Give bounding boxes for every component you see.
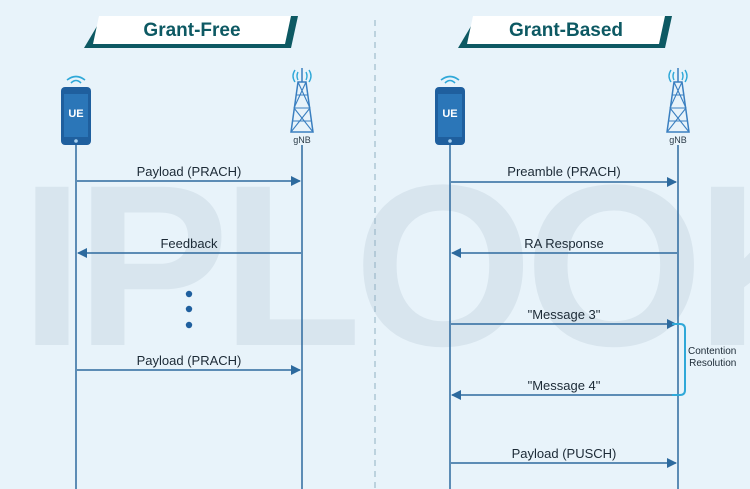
message-label: RA Response bbox=[524, 236, 604, 251]
message-label: Feedback bbox=[160, 236, 218, 251]
gnb-tower-icon bbox=[666, 68, 690, 133]
ue-phone-icon bbox=[435, 75, 465, 145]
contention-bracket bbox=[672, 323, 686, 396]
message-label: Payload (PUSCH) bbox=[511, 446, 617, 461]
watermark-text: IPLOOK bbox=[20, 137, 750, 394]
ue-label: UE bbox=[68, 108, 84, 120]
gnb-label: gNB bbox=[669, 135, 687, 145]
message-label: Payload (PRACH) bbox=[136, 164, 242, 179]
ue-label: UE bbox=[442, 108, 458, 120]
ellipsis-dot bbox=[185, 305, 193, 313]
gnb-label: gNB bbox=[293, 135, 311, 145]
gnb-tower-icon bbox=[290, 68, 314, 133]
ellipsis-dot bbox=[185, 290, 193, 298]
message-label: "Message 4" bbox=[527, 378, 601, 393]
grant-free-title: Grant-Free bbox=[143, 20, 241, 41]
ue-phone-icon bbox=[61, 75, 91, 145]
contention-resolution-label: Contention Resolution bbox=[688, 346, 736, 370]
ellipsis-dot bbox=[185, 321, 193, 329]
grant-based-banner bbox=[458, 16, 672, 48]
contention-label-line2: Resolution bbox=[689, 358, 737, 369]
message-label: Preamble (PRACH) bbox=[507, 164, 621, 179]
contention-label-line1: Contention bbox=[688, 346, 737, 357]
message-label: Payload (PRACH) bbox=[136, 353, 242, 368]
message-label: "Message 3" bbox=[527, 307, 601, 322]
grant-free-banner bbox=[84, 16, 298, 48]
grant-based-title: Grant-Based bbox=[508, 20, 624, 41]
